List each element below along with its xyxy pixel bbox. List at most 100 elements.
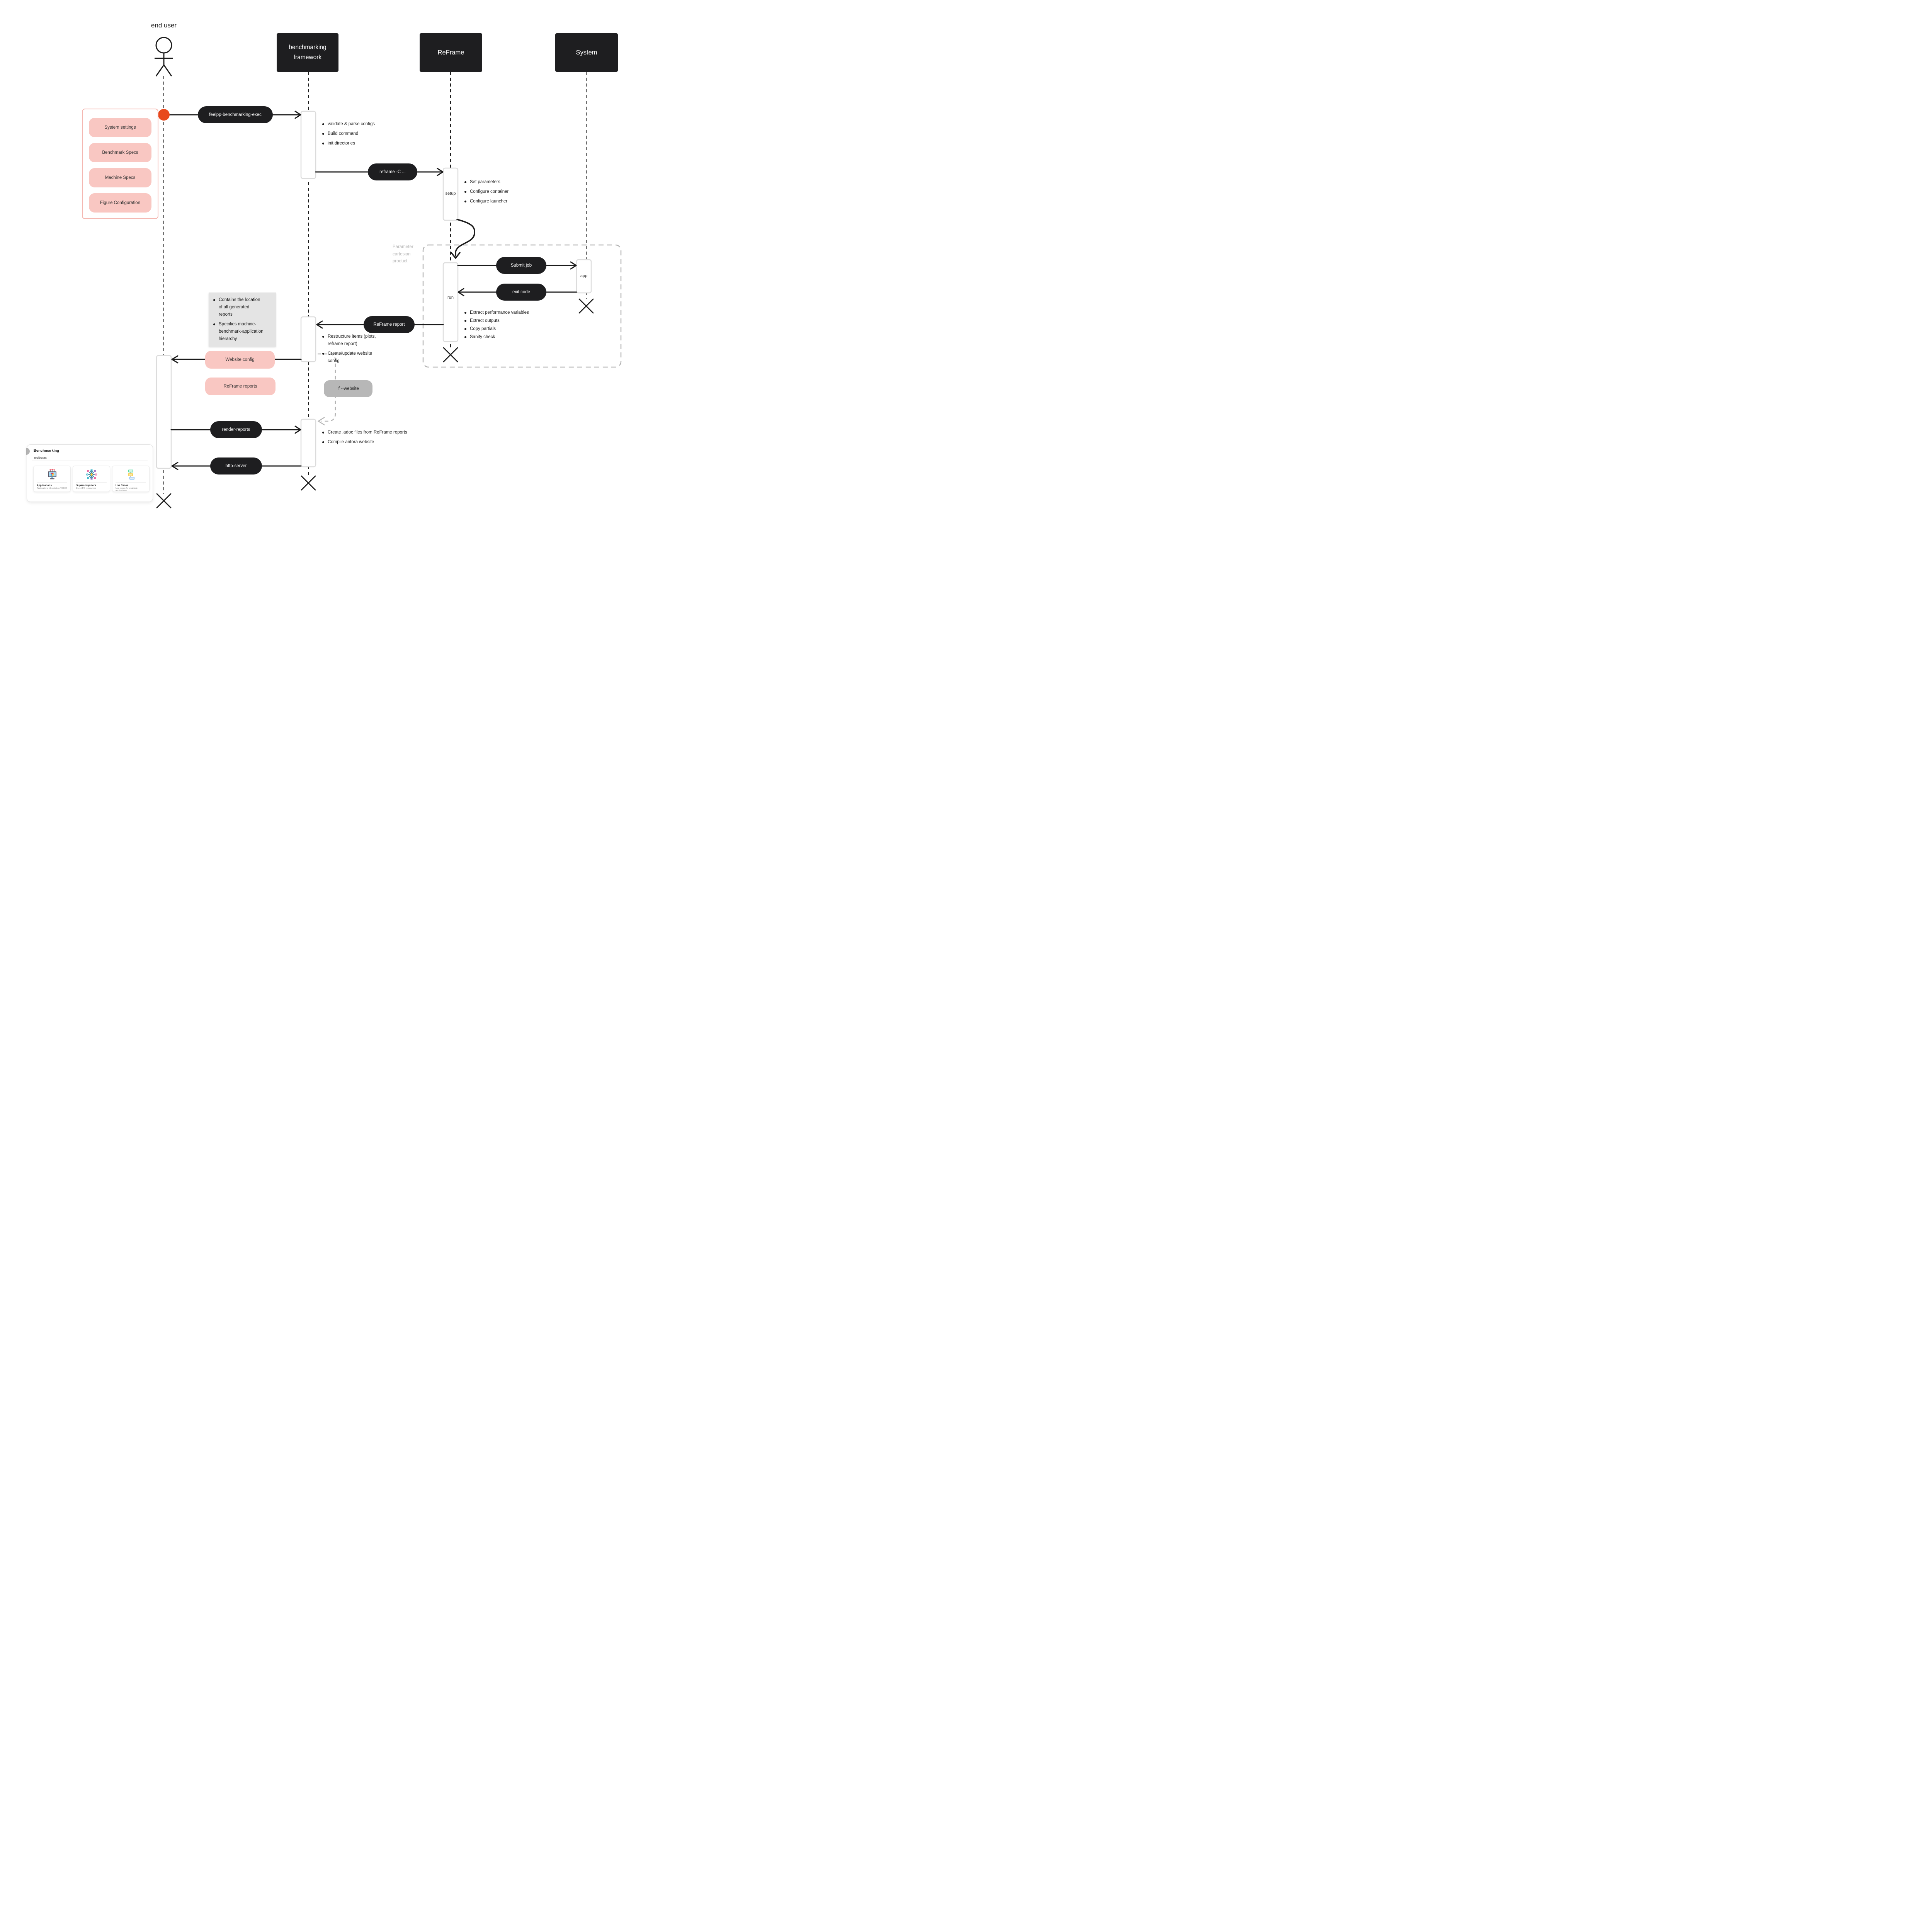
note-item: Sanity check — [464, 333, 568, 341]
note-item: init directories — [321, 140, 410, 147]
terminate-framework-x — [301, 475, 316, 491]
arrow-exitcode-head — [457, 288, 464, 296]
actor-box-system: System — [555, 33, 618, 72]
message-reframe-reports-label: ReFrame reports — [223, 384, 257, 389]
card-notch — [26, 448, 30, 455]
activation-framework-2 — [300, 316, 316, 362]
config-pill-figure-configuration-label: Figure Configuration — [100, 201, 141, 205]
note-item: Extract outputs — [464, 317, 568, 325]
note-item: Configure container — [464, 188, 560, 196]
activation-app — [576, 259, 592, 294]
activation-run — [442, 262, 459, 342]
message-render-reports-label: render-reports — [222, 427, 250, 432]
activation-setup-label: setup — [445, 191, 456, 196]
terminate-end-user-x — [156, 493, 172, 509]
config-pill-system-settings-label: System settings — [104, 125, 136, 130]
note-item: validate & parse configs — [321, 121, 410, 128]
activation-framework-3 — [300, 418, 316, 468]
config-pill-benchmark-specs-label: Benchmark Specs — [102, 150, 138, 155]
message-reframe-cmd: reframe -C ... — [368, 163, 417, 180]
arrow-websiteconfig-head — [171, 355, 179, 364]
if-website-dashed-connector — [317, 353, 336, 426]
toolbox-card-supercomputers-desc: EuroHPC ressources — [76, 487, 96, 490]
arrow-submit-head — [570, 261, 577, 270]
flowchart-icon — [112, 467, 149, 482]
parameter-loop-box — [422, 244, 622, 368]
terminate-system-x — [578, 298, 594, 314]
arrow-report-head — [316, 320, 323, 329]
note-item: Create .adoc files from ReFrame reports — [321, 429, 434, 436]
arrow-reframe-head — [437, 168, 444, 176]
message-exit-code-label: exit code — [512, 290, 531, 294]
toolbox-card-applications: Applications Applications [description T… — [33, 466, 71, 492]
message-website-config-label: Website config — [225, 357, 255, 362]
message-reframe-reports: ReFrame reports — [205, 378, 276, 395]
note-run-steps: Extract performance variables Extract ou… — [464, 309, 568, 341]
message-exec: feelpp-benchmarking-exec — [198, 106, 273, 123]
toolbox-card-supercomputers: Supercomputers EuroHPC ressources — [73, 466, 110, 492]
toolbox-card-use-cases-label: Use Cases — [116, 484, 128, 487]
note-item: Create/update website config — [321, 350, 383, 365]
terminate-reframe-x — [443, 347, 458, 362]
note-report-steps: Restructure items (plots, reframe report… — [321, 333, 383, 367]
activation-setup — [442, 167, 459, 221]
message-submit-job-label: Submit job — [510, 263, 532, 268]
note-item: Set parameters — [464, 179, 560, 186]
message-reframe-report: ReFrame report — [364, 316, 415, 333]
config-pill-benchmark-specs: Benchmark Specs — [89, 143, 151, 162]
message-exit-code: exit code — [496, 284, 546, 301]
note-item: Copy partials — [464, 325, 568, 333]
setup-to-run-connector — [451, 219, 476, 259]
activation-app-label: app — [580, 274, 588, 278]
activation-framework-1 — [300, 111, 316, 179]
message-reframe-cmd-label: reframe -C ... — [379, 170, 406, 174]
sequence-diagram: end user benchmarking framework ReFrame … — [0, 0, 634, 519]
message-exec-label: feelpp-benchmarking-exec — [209, 112, 262, 117]
arrow-http-head — [171, 462, 179, 470]
note-item: Specifies machine-benchmark-application … — [213, 321, 264, 343]
note-render-steps: Create .adoc files from ReFrame reports … — [321, 429, 434, 448]
activation-end-user — [156, 355, 172, 469]
monitor-cube-icon — [34, 467, 70, 482]
toolbox-card-applications-label: Applications — [37, 484, 52, 487]
toolbox-card-use-cases-desc: Use cases for available applications — [116, 487, 138, 492]
website-config-note: Contains the location of all generated r… — [209, 293, 276, 347]
note-item: Contains the location of all generated r… — [213, 296, 264, 318]
arrow-exec-head — [294, 111, 301, 119]
message-if-website-label: if --website — [337, 386, 359, 391]
loop-label-line2: cartesian — [393, 252, 411, 257]
note-setup-steps: Set parameters Configure container Confi… — [464, 179, 560, 207]
config-pill-figure-configuration: Figure Configuration — [89, 193, 151, 213]
actor-box-system-label: System — [576, 49, 597, 56]
start-dot — [158, 109, 170, 121]
actor-box-framework: benchmarking framework — [277, 33, 338, 72]
activation-bars — [156, 111, 592, 469]
card-title: Benchmarking — [34, 449, 59, 453]
toolbox-card-use-cases: Use Cases Use cases for available applic… — [112, 466, 150, 492]
circuit-icon — [73, 467, 110, 482]
arrow-render-head — [294, 425, 301, 434]
note-item: Configure launcher — [464, 198, 560, 205]
note-item: Compile antora website — [321, 439, 434, 446]
config-inputs-group: System settings Benchmark Specs Machine … — [82, 109, 158, 219]
config-pill-machine-specs: Machine Specs — [89, 168, 151, 187]
message-render-reports: render-reports — [210, 421, 262, 438]
card-subtitle: Toolboxes — [34, 456, 47, 459]
toolbox-card-supercomputers-label: Supercomputers — [76, 484, 96, 487]
toolbox-card-applications-desc: Applications [description TODO] — [37, 487, 67, 490]
actor-box-framework-label: benchmarking framework — [289, 44, 327, 61]
benchmarking-card: Benchmarking Toolboxes Applications — [26, 444, 153, 502]
config-pill-machine-specs-label: Machine Specs — [105, 175, 136, 180]
message-website-config: Website config — [205, 351, 275, 369]
end-user-label: end user — [151, 22, 177, 29]
note-item: Extract performance variables — [464, 309, 568, 316]
actor-box-reframe: ReFrame — [420, 33, 482, 72]
note-framework-init: validate & parse configs Build command i… — [321, 121, 410, 150]
note-item: Restructure items (plots, reframe report… — [321, 333, 383, 348]
message-if-website: if --website — [324, 380, 372, 397]
activation-run-label: run — [447, 295, 454, 300]
loop-label-line1: Parameter — [393, 245, 413, 249]
end-user-actor-icon — [155, 37, 173, 77]
note-item: Build command — [321, 130, 410, 138]
config-pill-system-settings: System settings — [89, 118, 151, 137]
